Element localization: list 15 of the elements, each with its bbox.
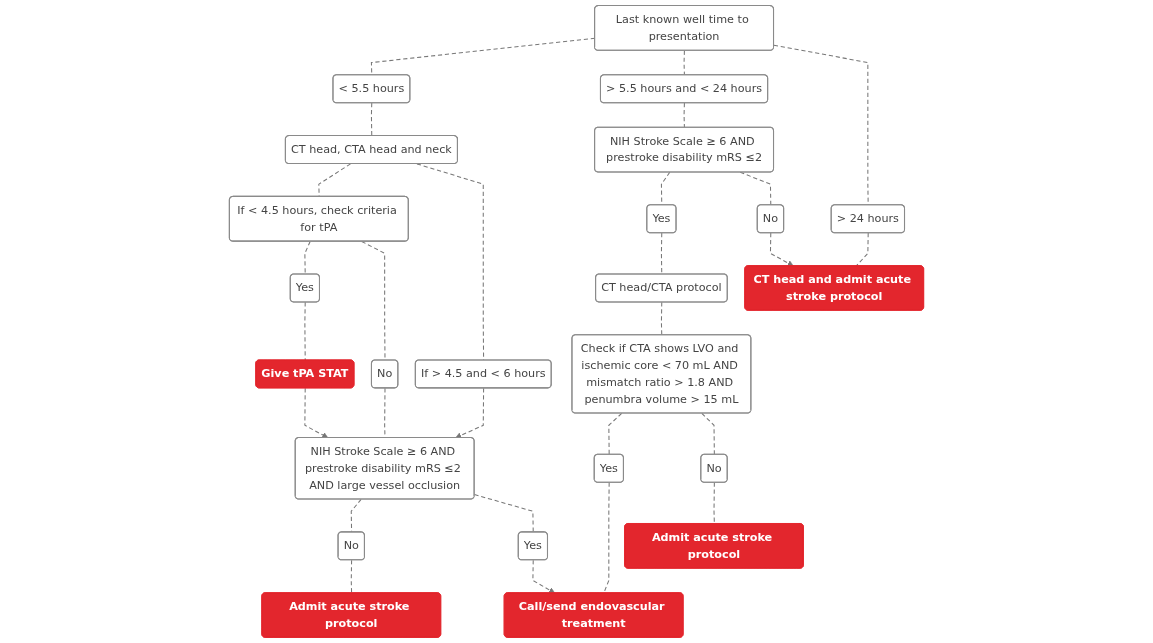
connector [608, 412, 623, 456]
connector [361, 240, 386, 361]
connector [473, 494, 534, 533]
arrow [769, 232, 794, 267]
connector [701, 412, 715, 456]
connector [304, 240, 311, 275]
arrow [455, 387, 485, 439]
arrow [532, 559, 555, 594]
arrow [304, 387, 329, 439]
connector [683, 50, 685, 76]
connector [660, 301, 663, 336]
connector [350, 559, 353, 594]
connector [683, 102, 685, 129]
connector [370, 102, 373, 137]
connector [855, 232, 869, 267]
